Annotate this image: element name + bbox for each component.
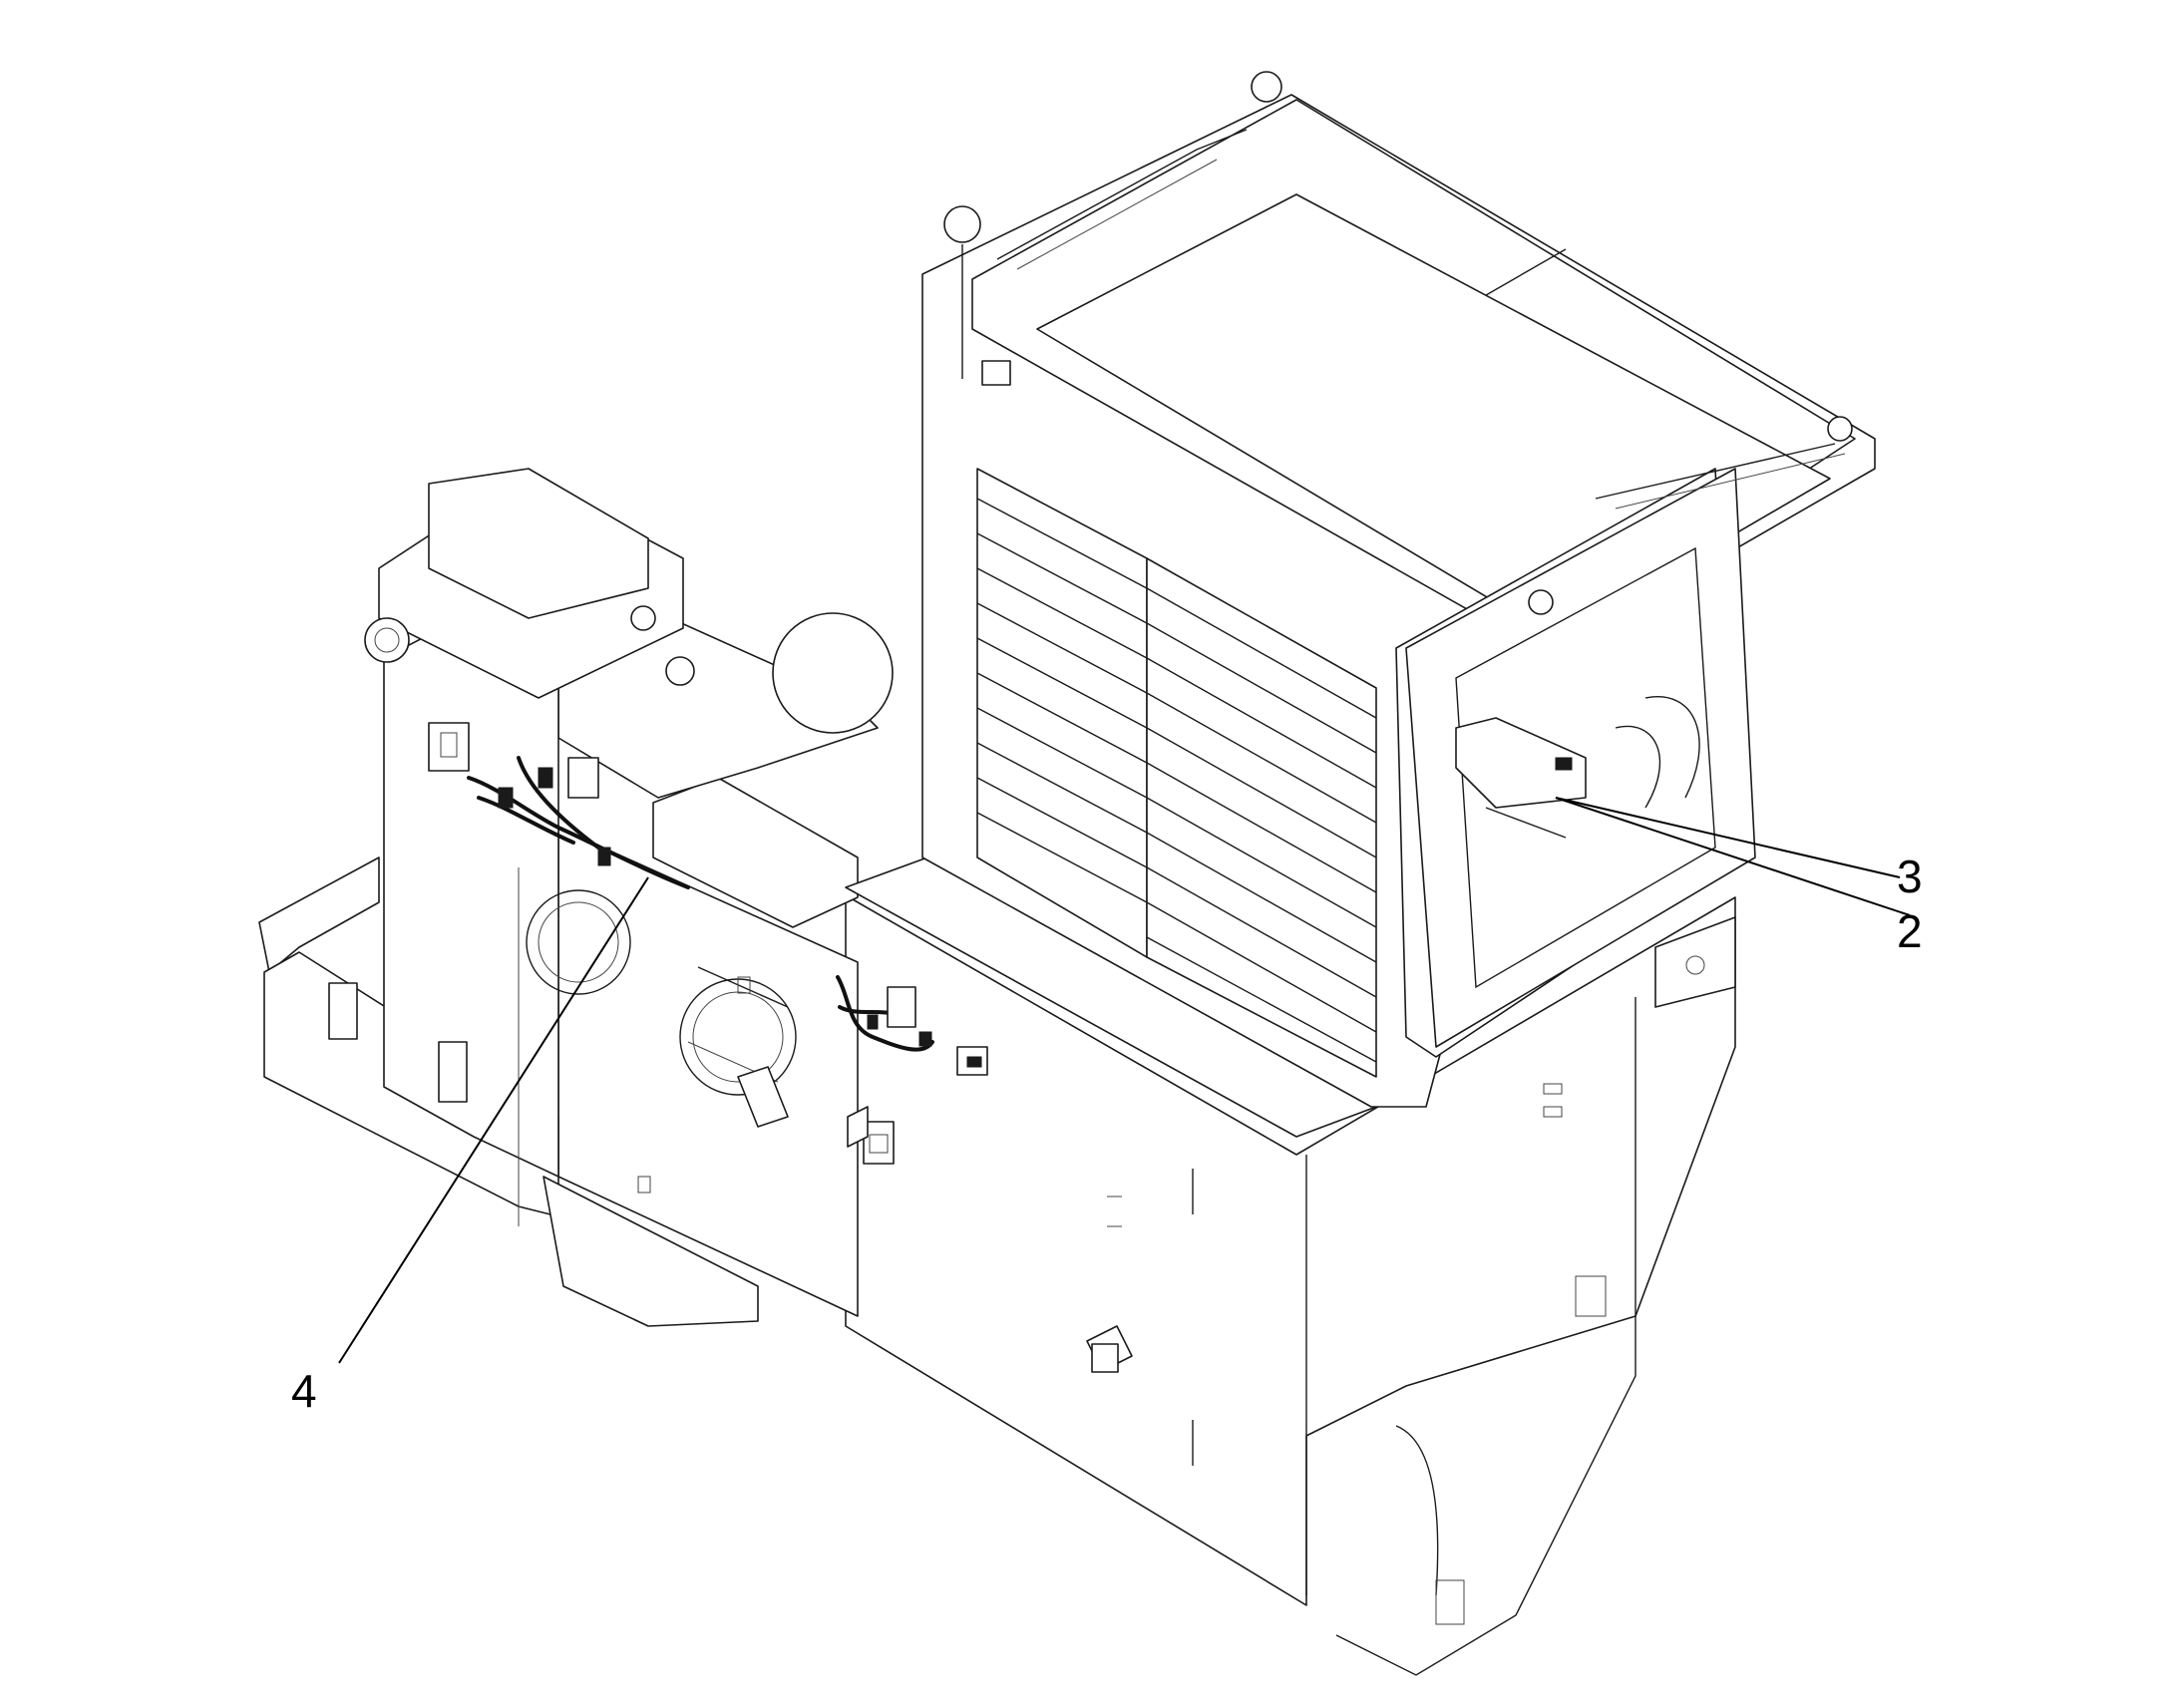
machine-upper-housing	[921, 71, 1876, 1108]
machine-lower-body	[845, 894, 1736, 1676]
machine-left-module	[258, 468, 894, 1327]
leader-line-2	[1555, 797, 1911, 916]
callout-4: 4	[291, 1365, 317, 1417]
leader-line-4	[338, 876, 649, 1364]
leader-lines	[338, 797, 1911, 1364]
callout-2: 2	[1897, 905, 1923, 957]
louver-panel-right	[1146, 557, 1377, 1078]
machine-middle-module	[557, 607, 1377, 1317]
callout-3: 3	[1897, 851, 1923, 902]
leader-line-3	[1555, 797, 1901, 878]
